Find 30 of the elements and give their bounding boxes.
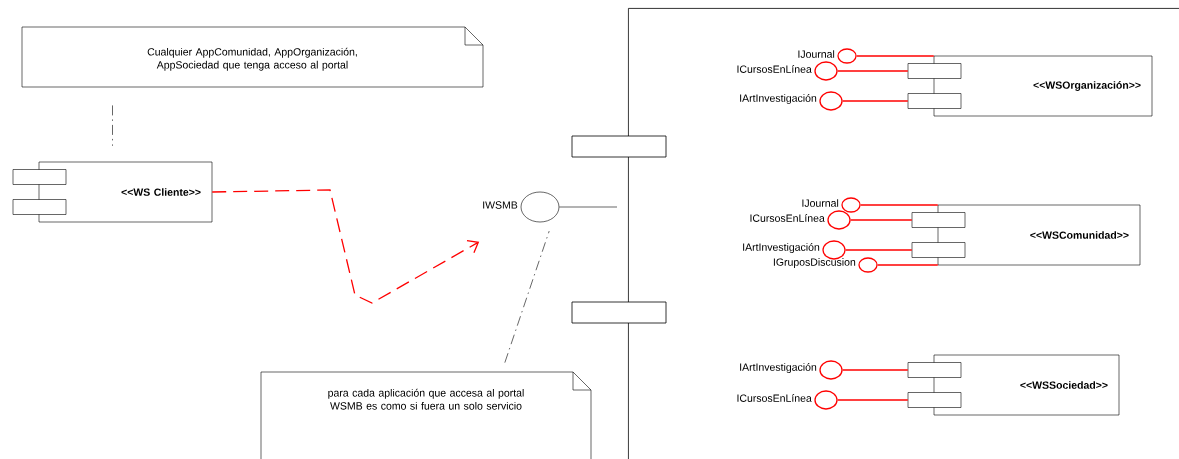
connector-line	[856, 55, 935, 57]
interface-label: ICursosEnLínea	[737, 394, 812, 402]
arrow	[211, 189, 480, 304]
component-box: <<WSComunidad>>	[911, 204, 1141, 266]
interface-label: ICursosEnLínea	[750, 214, 825, 222]
connector-line	[860, 204, 939, 206]
component-box: <<WS Cliente>>	[12, 161, 213, 223]
connector-line	[845, 249, 913, 251]
interface-label: ICursosEnLínea	[737, 65, 812, 73]
interface-label: IArtInvestigación	[743, 243, 820, 253]
note-box: Cualquier AppComunidad, AppOrganización, AppSociedad que tenga acceso al portal	[21, 26, 484, 88]
interface-label: IJournal	[798, 50, 835, 58]
connector-line	[837, 399, 909, 401]
interface-label: IArtInvestigación	[740, 363, 817, 373]
connector-line	[842, 369, 909, 371]
interface-label: IJournal	[802, 199, 839, 207]
interface-label: IWSMB	[483, 201, 518, 209]
note-box: para cada aplicación que accesa al portal WSMB es como si fuera un solo servicio	[260, 371, 592, 459]
note-anchor-line	[504, 230, 550, 363]
component-box: <<WSSociedad>>	[907, 354, 1120, 416]
component-box: <<WSOrganización>>	[907, 55, 1153, 117]
connector-line	[850, 219, 913, 221]
connector-line	[842, 100, 909, 102]
connector-line	[559, 206, 618, 208]
component-frame	[571, 8, 1179, 459]
connector-line	[877, 264, 939, 266]
interface-label: IArtInvestigación	[740, 94, 817, 104]
connector-line	[837, 70, 909, 72]
note-anchor-line	[112, 105, 113, 147]
interface-label: IGruposDiscusion	[773, 258, 856, 268]
